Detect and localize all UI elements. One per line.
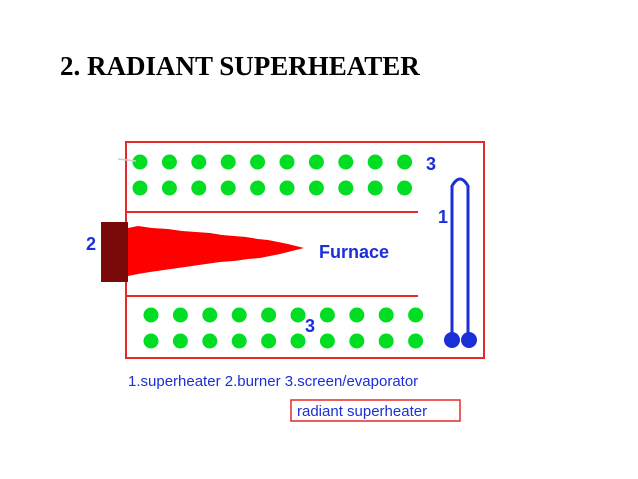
tube-dot (319, 307, 335, 323)
tube-dot (397, 154, 413, 170)
tube-dot (231, 333, 247, 349)
tube-dot (349, 333, 365, 349)
tube-dot (261, 333, 277, 349)
tube-dot (220, 180, 236, 196)
tube-dot (319, 333, 335, 349)
tube-dot (279, 154, 295, 170)
tube-dot (397, 180, 413, 196)
tube-dot (408, 333, 424, 349)
tube-dot (231, 307, 247, 323)
tube-dot (250, 180, 266, 196)
tube-dot (279, 180, 295, 196)
tube-dot (378, 307, 394, 323)
label-superheater: 1 (438, 207, 448, 227)
tube-dot (378, 333, 394, 349)
diagram-legend: 1.superheater 2.burner 3.screen/evaporat… (128, 373, 418, 390)
tube-dot (202, 333, 218, 349)
label-furnace: Furnace (319, 242, 389, 262)
tube-dot (250, 154, 266, 170)
tube-dot (349, 307, 365, 323)
tube-dot (290, 307, 306, 323)
tube-dot (172, 333, 188, 349)
screen-tubes-bottom (143, 307, 424, 349)
tube-dot (338, 154, 354, 170)
slide-title: 2. RADIANT SUPERHEATER (60, 51, 420, 81)
flame (128, 226, 304, 276)
diagram-caption: radiant superheater (297, 403, 427, 420)
label-screen-bottom: 3 (305, 316, 315, 336)
tube-dot (308, 180, 324, 196)
tube-pointer-line (117, 158, 137, 162)
tube-dot (290, 333, 306, 349)
tube-dot (161, 180, 177, 196)
tube-dot (132, 180, 148, 196)
tube-dot (161, 154, 177, 170)
screen-tubes-top (132, 154, 413, 196)
tube-dot (367, 180, 383, 196)
superheater-tube (450, 177, 470, 336)
tube-dot (143, 307, 159, 323)
label-burner: 2 (86, 234, 96, 254)
tube-dot (172, 307, 188, 323)
tube-dot (367, 154, 383, 170)
tube-dot (132, 154, 148, 170)
tube-dot (220, 154, 236, 170)
label-screen-top: 3 (426, 154, 436, 174)
tube-dot (191, 154, 207, 170)
tube-dot (202, 307, 218, 323)
tube-dot (338, 180, 354, 196)
superheater-header-left (444, 332, 460, 348)
burner-block (101, 222, 128, 282)
tube-dot (408, 307, 424, 323)
tube-dot (191, 180, 207, 196)
tube-dot (143, 333, 159, 349)
tube-dot (261, 307, 277, 323)
caption-box (290, 399, 461, 422)
superheater-header-right (461, 332, 477, 348)
tube-dot (308, 154, 324, 170)
